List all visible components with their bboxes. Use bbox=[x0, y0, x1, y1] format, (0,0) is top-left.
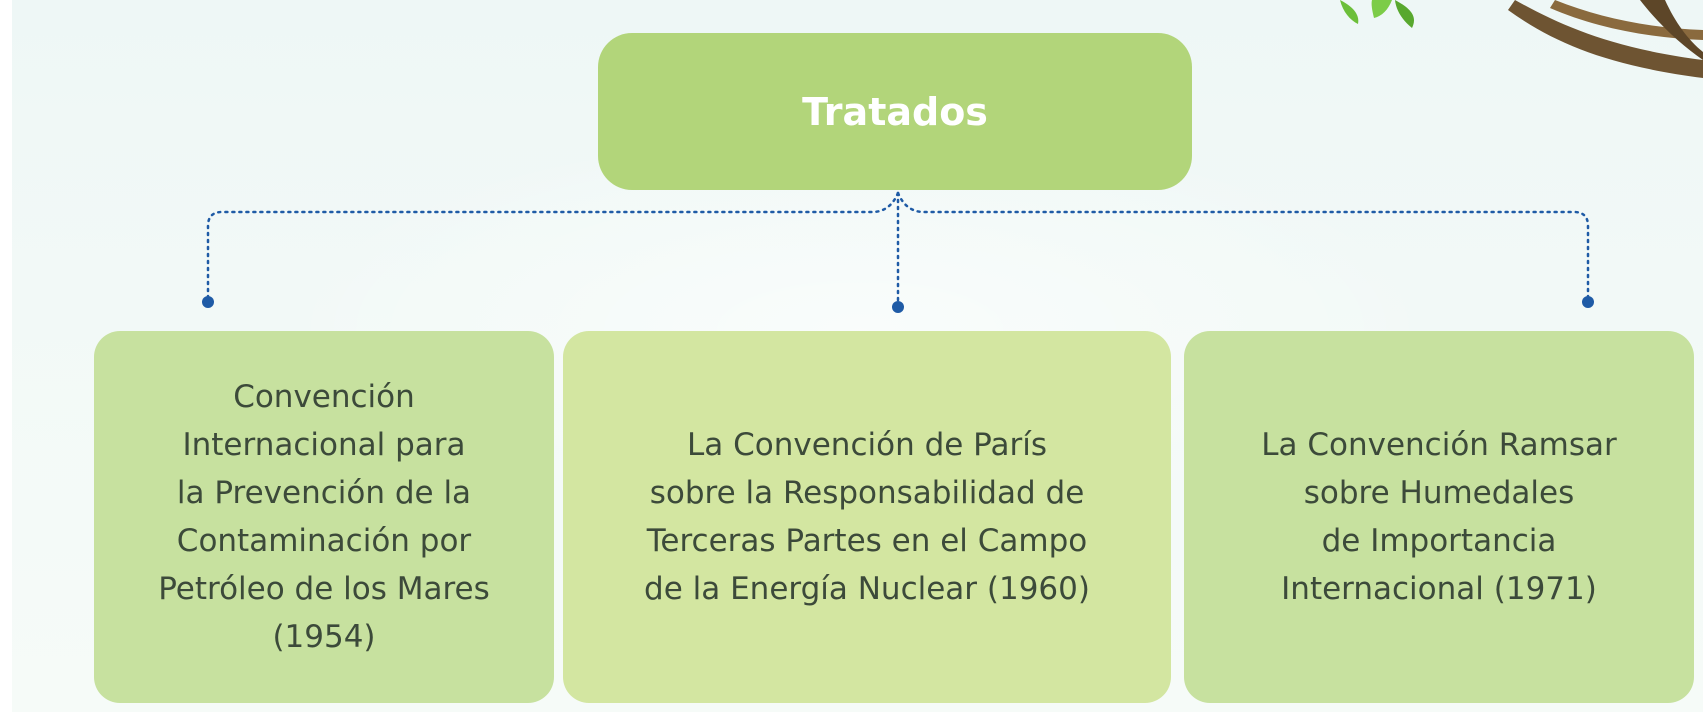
left-margin-strip bbox=[0, 0, 12, 712]
child-node-box-3: La Convención Ramsar sobre Humedales de … bbox=[1184, 331, 1694, 703]
child-node-box-1: Convención Internacional para la Prevenc… bbox=[94, 331, 554, 703]
root-node-box: Tratados bbox=[598, 33, 1192, 190]
tree-branch-decoration bbox=[1340, 0, 1703, 78]
child-node-label-3: La Convención Ramsar sobre Humedales de … bbox=[1261, 427, 1617, 607]
root-node-label: Tratados bbox=[802, 89, 988, 134]
child-node-box-2: La Convención de París sobre la Responsa… bbox=[563, 331, 1171, 703]
connector-right-end-dot bbox=[1582, 296, 1594, 308]
child-node-label-1: Convención Internacional para la Prevenc… bbox=[158, 379, 490, 655]
connector-lines bbox=[206, 191, 1590, 307]
connector-right bbox=[896, 191, 1590, 302]
connector-left bbox=[206, 191, 900, 302]
child-node-label-2: La Convención de París sobre la Responsa… bbox=[644, 427, 1090, 607]
connector-left-end-dot bbox=[202, 296, 214, 308]
connector-center-end-dot bbox=[892, 301, 904, 313]
